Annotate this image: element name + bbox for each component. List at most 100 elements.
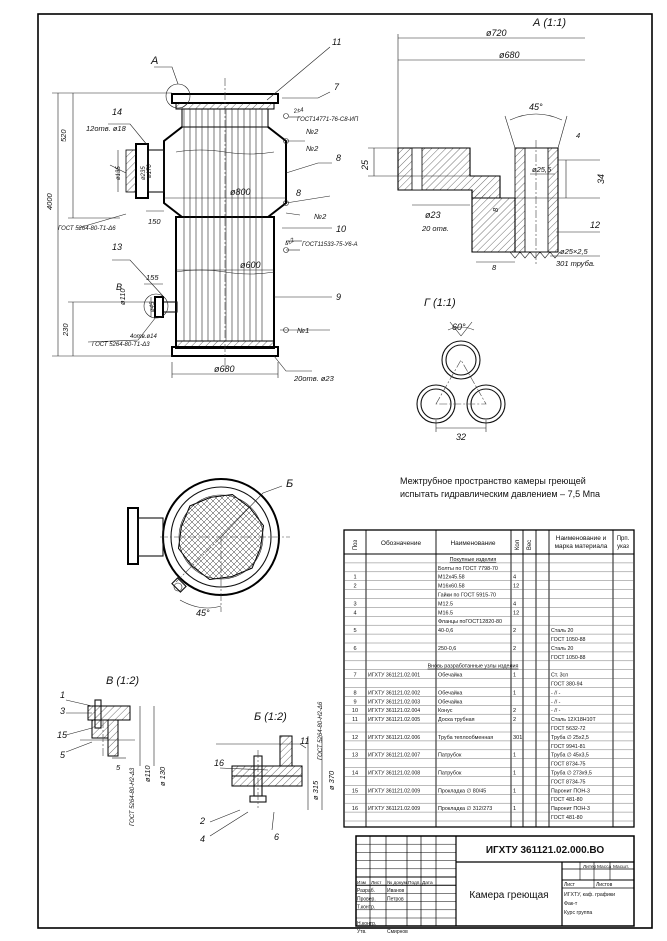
spec-qty: 2 bbox=[513, 717, 516, 723]
detail-v-d5: 5 bbox=[116, 763, 121, 772]
spec-header: Прп. bbox=[617, 536, 630, 542]
spec-material: - // - bbox=[551, 708, 561, 714]
title-org: ИГХТУ, каф. графики bbox=[564, 892, 615, 898]
spec-header: Наименование и bbox=[556, 535, 607, 542]
sheet-frame bbox=[37, 13, 653, 929]
view-a-pos12: 12 bbox=[590, 220, 600, 230]
detail-b-flange-top bbox=[231, 765, 303, 777]
weld-4b: 4отв.ø14 bbox=[130, 334, 157, 340]
title-role: Н.контр. bbox=[357, 921, 376, 927]
spec-material: ГОСТ 481-80 bbox=[551, 815, 583, 821]
view-a-d8a: 8 bbox=[491, 207, 500, 212]
spec-qty: 2 bbox=[513, 646, 516, 652]
spec-code: ИГХТУ 361121.02.001 bbox=[368, 673, 420, 679]
spec-header: Кол bbox=[515, 539, 521, 550]
spec-section: Покупные изделия bbox=[450, 557, 497, 563]
detail-v-title: В (1:2) bbox=[106, 675, 139, 687]
spec-name: Фланцы поГОСТ12820-80 bbox=[438, 619, 502, 625]
spec-pos: 9 bbox=[353, 699, 356, 705]
pressure-note-line2: испытать гидравлическим давлением – 7,5 … bbox=[400, 489, 600, 499]
view-a-d4: 4 bbox=[576, 131, 580, 140]
detail-b-p16: 16 bbox=[214, 758, 224, 768]
view-g-d32: 32 bbox=[456, 432, 466, 442]
spec-code: ИГХТУ 361121.02.002 bbox=[368, 690, 420, 696]
detail-b-p6: 6 bbox=[274, 832, 279, 842]
pos-10: 10 bbox=[336, 224, 346, 234]
spec-name: М12х45.58 bbox=[438, 575, 465, 581]
spec-material: ГОСТ 1050-88 bbox=[551, 655, 586, 661]
spec-code: ИГХТУ 361121.02.009 bbox=[368, 788, 420, 794]
view-a-o680: ø680 bbox=[499, 50, 520, 60]
title-sheets: Листов bbox=[596, 882, 613, 888]
spec-pos: 6 bbox=[353, 646, 356, 652]
spec-material: ГОСТ 9941-81 bbox=[551, 744, 586, 750]
plan-nozzle bbox=[137, 517, 164, 557]
spec-name: Доска трубная bbox=[438, 717, 475, 723]
spec-qty: 4 bbox=[513, 575, 516, 581]
weld-2: 2±4 bbox=[292, 107, 304, 115]
view-a-title: А (1:1) bbox=[532, 17, 566, 29]
detail-b-o315: ø 315 bbox=[311, 780, 320, 800]
detail-b-p2: 2 bbox=[199, 816, 205, 826]
title-sheet: Лист bbox=[564, 882, 576, 888]
detail-v-p15: 15 bbox=[57, 730, 68, 740]
spec-pos: 12 bbox=[352, 735, 358, 741]
detail-b-gost: ГОСТ 5264-80-Н2-Δ6 bbox=[318, 701, 324, 760]
spec-name: М16.5 bbox=[438, 610, 453, 616]
detail-v-pipe bbox=[107, 719, 119, 757]
spec-material: Сталь 20 bbox=[551, 628, 573, 634]
dim-o135: ø135 bbox=[116, 166, 122, 180]
view-a-d8b: 8 bbox=[492, 263, 497, 272]
dim-o800: ø800 bbox=[230, 187, 251, 197]
spec-material: Ст. 3сп bbox=[551, 673, 568, 679]
spec-pos: 4 bbox=[353, 610, 356, 616]
pos-8a: 8 bbox=[336, 153, 341, 163]
spec-qty: 1 bbox=[513, 788, 516, 794]
spec-name: Болты по ГОСТ 7798-70 bbox=[438, 566, 498, 572]
detail-b-o370: ø 370 bbox=[327, 770, 336, 790]
detail-b-p11: 11 bbox=[300, 736, 309, 746]
spec-name: Патрубок bbox=[438, 771, 462, 777]
spec-code: ИГХТУ 361121.02.004 bbox=[368, 708, 420, 714]
detail-v: В (1:2) 1 3 15 5 5 ø110 ø 130 ГОСТ 5264-… bbox=[57, 675, 167, 826]
spec-material: ГОСТ 5632-72 bbox=[551, 726, 586, 732]
pos-7: 7 bbox=[334, 82, 340, 92]
no2-b: №2 bbox=[306, 144, 319, 153]
view-a-o25-5: ø25,5 bbox=[532, 165, 552, 174]
spec-qty: 1 bbox=[513, 753, 516, 759]
spec-name: Обечайка bbox=[438, 672, 462, 679]
spec-material: ГОСТ 1050-88 bbox=[551, 637, 586, 643]
spec-qty: 1 bbox=[513, 673, 516, 679]
detail-v-bolt bbox=[94, 699, 102, 729]
detail-b: Б (1:2) 11 16 2 4 6 ø 315 ø 370 ГОСТ 526… bbox=[199, 701, 336, 844]
spec-name: Труба теплообменная bbox=[438, 735, 493, 741]
title-person: Иванов bbox=[387, 888, 405, 894]
title-org: Курс группа bbox=[564, 910, 592, 916]
spec-code: ИГХТУ 361121.02.006 bbox=[368, 735, 420, 741]
spec-pos: 1 bbox=[353, 575, 356, 581]
title-role: Разраб. bbox=[357, 888, 375, 894]
spec-material: Сталь 20 bbox=[551, 646, 573, 652]
spec-name: Прокладка ∅ 312/273 bbox=[438, 806, 492, 812]
spec-material: - // - bbox=[551, 690, 561, 696]
spec-pos: 13 bbox=[352, 753, 358, 759]
detail-v-p3: 3 bbox=[60, 706, 65, 716]
dim-520: 520 bbox=[59, 129, 68, 142]
gost-5264-a: ГОСТ 5264-80-Т1-Δ6 bbox=[58, 226, 116, 232]
leader-v: В bbox=[116, 282, 122, 292]
pressure-note-line1: Межтрубное пространство камеры греющей bbox=[400, 476, 586, 486]
nozzle-13 bbox=[162, 301, 178, 313]
spec-pos: 10 bbox=[352, 708, 358, 714]
title-col-head: Подп. bbox=[408, 880, 421, 886]
spec-pos: 2 bbox=[353, 584, 356, 590]
dim-o600: ø600 bbox=[240, 260, 261, 270]
spec-material: ГОСТ 481-80 bbox=[551, 797, 583, 803]
weld-4: 4±2 bbox=[284, 237, 296, 248]
holes-18: 12отв. ø18 bbox=[86, 124, 127, 133]
spec-pos: 5 bbox=[353, 628, 356, 634]
spec-pos: 7 bbox=[353, 673, 356, 679]
title-person: Петров bbox=[387, 896, 404, 902]
detail-b-shell bbox=[279, 735, 293, 767]
view-a-tubesheet bbox=[471, 190, 516, 253]
